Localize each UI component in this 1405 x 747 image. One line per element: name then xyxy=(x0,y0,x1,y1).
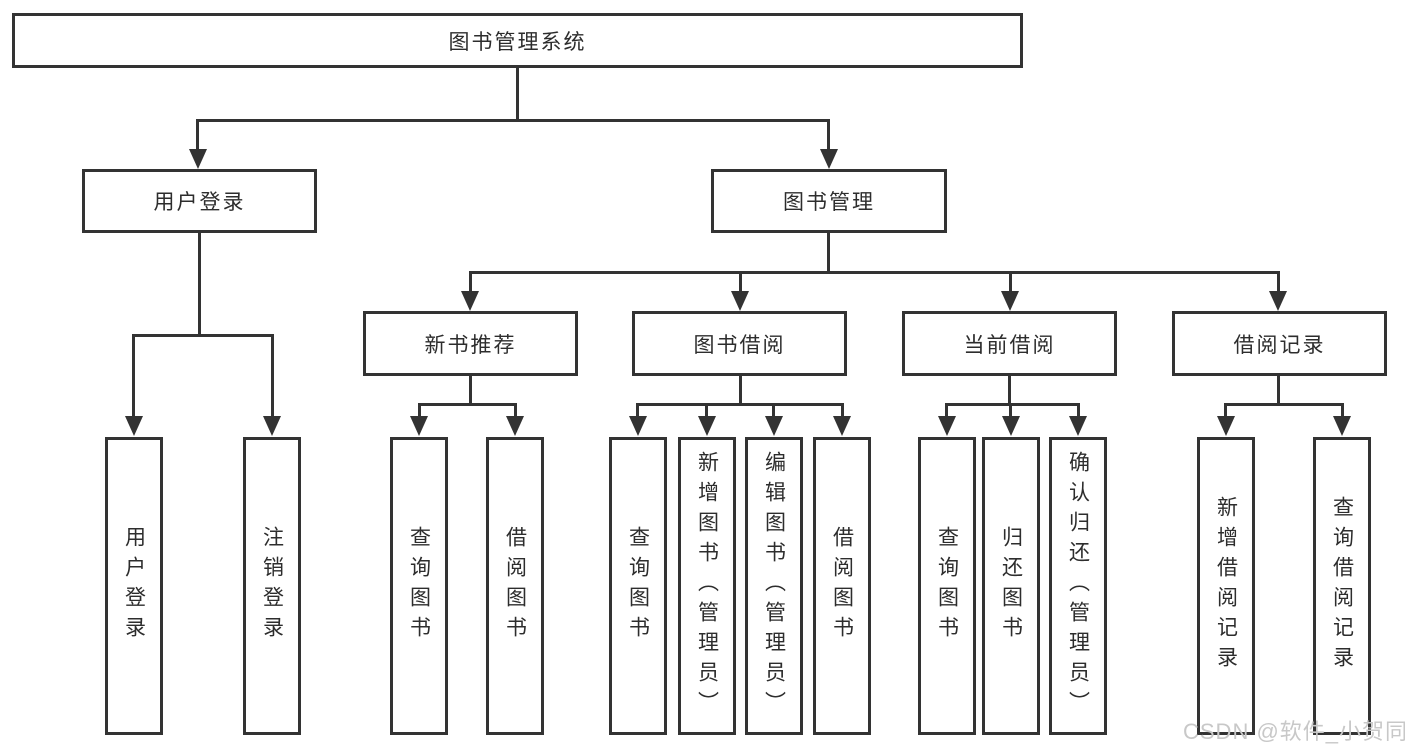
arrow-down-icon xyxy=(1001,291,1019,311)
arrow-down-icon xyxy=(506,416,524,436)
node-user-login: 用户登录 xyxy=(82,169,317,233)
leaf-borrow-books-borrowing: 借阅图书 xyxy=(813,437,871,735)
leaf-label: 编辑图书（管理员） xyxy=(762,451,786,721)
leaf-label: 借阅图书 xyxy=(830,526,854,646)
csdn-watermark: CSDN @软件_小贺同学 xyxy=(1183,719,1405,744)
connector-hline xyxy=(196,119,829,122)
node-book-borrowing: 图书借阅 xyxy=(632,311,847,376)
connector-hline xyxy=(418,403,517,406)
connector-hline xyxy=(945,403,1080,406)
leaf-label: 用户登录 xyxy=(122,526,146,646)
connector-stem xyxy=(271,334,274,418)
node-book-management: 图书管理 xyxy=(711,169,947,233)
connector-vline xyxy=(469,376,472,406)
connector-stem xyxy=(469,271,472,293)
leaf-label: 归还图书 xyxy=(999,526,1023,646)
connector-stem xyxy=(1009,403,1012,418)
arrow-down-icon xyxy=(820,149,838,169)
arrow-down-icon xyxy=(125,416,143,436)
leaf-label: 查询图书 xyxy=(626,526,650,646)
leaf-label: 注销登录 xyxy=(260,526,284,646)
connector-stem xyxy=(705,403,708,418)
connector-stem xyxy=(418,403,421,418)
leaf-label: 查询借阅记录 xyxy=(1330,496,1354,676)
leaf-label: 新增图书（管理员） xyxy=(695,451,719,721)
arrow-down-icon xyxy=(410,416,428,436)
connector-vline xyxy=(827,233,830,274)
connector-stem xyxy=(772,403,775,418)
arrow-down-icon xyxy=(1217,416,1235,436)
arrow-down-icon xyxy=(629,416,647,436)
connector-stem xyxy=(827,119,830,151)
arrow-down-icon xyxy=(461,291,479,311)
connector-vline xyxy=(1008,376,1011,406)
connector-stem xyxy=(1077,403,1080,418)
leaf-label: 借阅图书 xyxy=(503,526,527,646)
arrow-down-icon xyxy=(1069,416,1087,436)
connector-stem xyxy=(514,403,517,418)
leaf-logout: 注销登录 xyxy=(243,437,301,735)
leaf-return-books: 归还图书 xyxy=(982,437,1040,735)
leaf-query-books-current: 查询图书 xyxy=(918,437,976,735)
arrow-down-icon xyxy=(1333,416,1351,436)
leaf-query-books-borrowing: 查询图书 xyxy=(609,437,667,735)
connector-stem xyxy=(1277,271,1280,293)
arrow-down-icon xyxy=(1269,291,1287,311)
connector-stem xyxy=(1224,403,1227,418)
leaf-label: 新增借阅记录 xyxy=(1214,496,1238,676)
arrow-down-icon xyxy=(731,291,749,311)
arrow-down-icon xyxy=(833,416,851,436)
connector-stem xyxy=(1009,271,1012,293)
leaf-add-borrow-record: 新增借阅记录 xyxy=(1197,437,1255,735)
connector-hline xyxy=(132,334,274,337)
leaf-label: 查询图书 xyxy=(407,526,431,646)
connector-vline xyxy=(516,68,519,121)
arrow-down-icon xyxy=(189,149,207,169)
connector-vline xyxy=(198,233,201,337)
leaf-user-login: 用户登录 xyxy=(105,437,163,735)
connector-stem xyxy=(739,271,742,293)
connector-vline xyxy=(739,376,742,406)
node-new-book-recommendation: 新书推荐 xyxy=(363,311,578,376)
connector-hline xyxy=(636,403,844,406)
leaf-query-borrow-record: 查询借阅记录 xyxy=(1313,437,1371,735)
arrow-down-icon xyxy=(1002,416,1020,436)
arrow-down-icon xyxy=(765,416,783,436)
leaf-borrow-books-recommend: 借阅图书 xyxy=(486,437,544,735)
node-root-library-management-system: 图书管理系统 xyxy=(12,13,1023,68)
leaf-edit-books-admin: 编辑图书（管理员） xyxy=(745,437,803,735)
connector-vline xyxy=(1277,376,1280,406)
node-current-borrowing: 当前借阅 xyxy=(902,311,1117,376)
connector-hline xyxy=(469,271,1280,274)
connector-hline xyxy=(1224,403,1344,406)
connector-stem xyxy=(841,403,844,418)
connector-stem xyxy=(196,119,199,151)
leaf-confirm-return-admin: 确认归还（管理员） xyxy=(1049,437,1107,735)
arrow-down-icon xyxy=(938,416,956,436)
connector-stem xyxy=(1341,403,1344,418)
connector-stem xyxy=(636,403,639,418)
node-borrowing-records: 借阅记录 xyxy=(1172,311,1387,376)
arrow-down-icon xyxy=(263,416,281,436)
leaf-label: 确认归还（管理员） xyxy=(1066,451,1090,721)
leaf-query-books-recommend: 查询图书 xyxy=(390,437,448,735)
connector-stem xyxy=(132,334,135,418)
connector-stem xyxy=(945,403,948,418)
leaf-add-books-admin: 新增图书（管理员） xyxy=(678,437,736,735)
arrow-down-icon xyxy=(698,416,716,436)
leaf-label: 查询图书 xyxy=(935,526,959,646)
